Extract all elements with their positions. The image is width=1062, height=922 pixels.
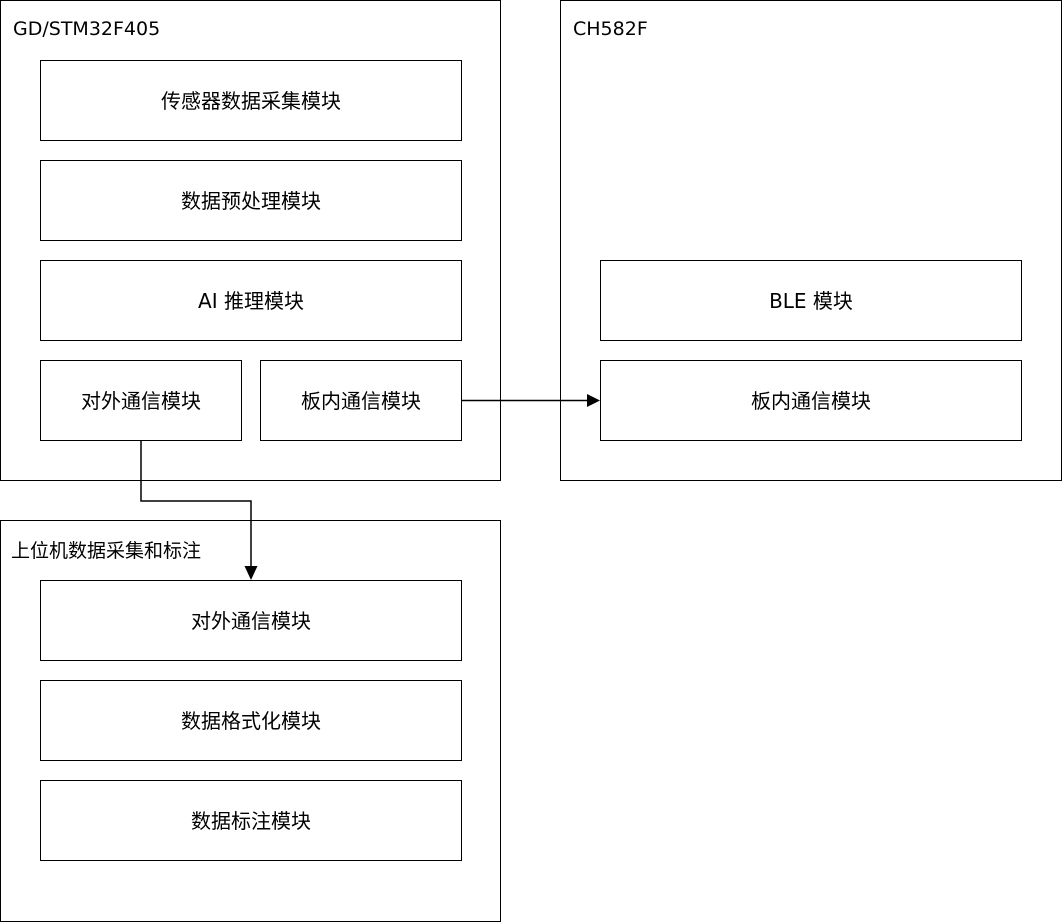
mcu-external-comm-module: 对外通信模块 — [40, 360, 242, 441]
mcu-container-title: GD/STM32F405 — [13, 18, 161, 40]
host-container-title: 上位机数据采集和标注 — [11, 540, 202, 562]
module-label: 板内通信模块 — [301, 388, 421, 413]
mcu-ai-inference-module: AI 推理模块 — [40, 260, 462, 341]
ble-chip-ble-module: BLE 模块 — [600, 260, 1022, 341]
module-label: 板内通信模块 — [751, 388, 871, 413]
module-label: AI 推理模块 — [198, 288, 304, 313]
module-label: 数据标注模块 — [191, 808, 311, 833]
mcu-preprocessing-module: 数据预处理模块 — [40, 160, 462, 241]
ble-chip-container-title: CH582F — [573, 18, 648, 40]
module-label: 传感器数据采集模块 — [161, 88, 341, 113]
host-data-formatting-module: 数据格式化模块 — [40, 680, 462, 761]
module-label: 数据格式化模块 — [181, 708, 321, 733]
module-label: BLE 模块 — [769, 288, 853, 313]
host-data-annotation-module: 数据标注模块 — [40, 780, 462, 861]
mcu-sensor-acquisition-module: 传感器数据采集模块 — [40, 60, 462, 141]
mcu-onboard-comm-module: 板内通信模块 — [260, 360, 462, 441]
module-label: 对外通信模块 — [191, 608, 311, 633]
module-label: 对外通信模块 — [81, 388, 201, 413]
host-external-comm-module: 对外通信模块 — [40, 580, 462, 661]
module-label: 数据预处理模块 — [181, 188, 321, 213]
ble-chip-onboard-comm-module: 板内通信模块 — [600, 360, 1022, 441]
